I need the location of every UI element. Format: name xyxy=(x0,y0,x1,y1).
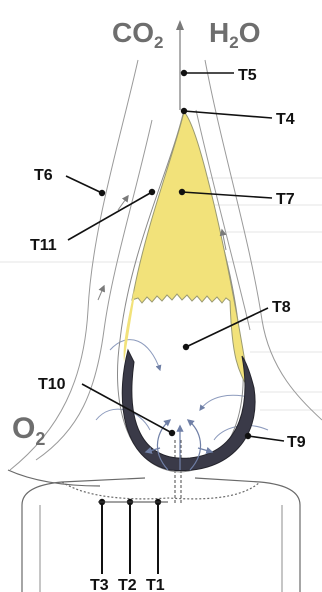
candle-body xyxy=(8,470,300,592)
blue-zone xyxy=(122,350,255,471)
label-t1: T1 xyxy=(146,577,165,592)
label-t8: T8 xyxy=(272,299,291,316)
co2-label: CO2 xyxy=(112,17,163,52)
marker-t3: T3 xyxy=(90,499,109,592)
label-t5: T5 xyxy=(238,67,257,84)
marker-t6: T6 xyxy=(34,167,105,196)
label-t6: T6 xyxy=(34,167,53,184)
marker-t2: T2 xyxy=(118,499,137,592)
label-t2: T2 xyxy=(118,577,137,592)
h2o-label: H2O xyxy=(209,17,260,52)
marker-t10: T10 xyxy=(38,376,175,436)
label-t11: T11 xyxy=(30,237,57,254)
o2-label: O2 xyxy=(12,412,45,449)
exhaust-arrow xyxy=(176,20,184,110)
marker-t5: T5 xyxy=(181,67,257,84)
marker-t9: T9 xyxy=(245,433,306,451)
label-t10: T10 xyxy=(38,376,66,393)
marker-t11: T11 xyxy=(30,189,155,254)
label-t7: T7 xyxy=(276,191,295,208)
label-t4: T4 xyxy=(276,111,295,128)
label-t9: T9 xyxy=(287,434,306,451)
marker-t1: T1 xyxy=(146,499,165,592)
label-t3: T3 xyxy=(90,577,109,592)
